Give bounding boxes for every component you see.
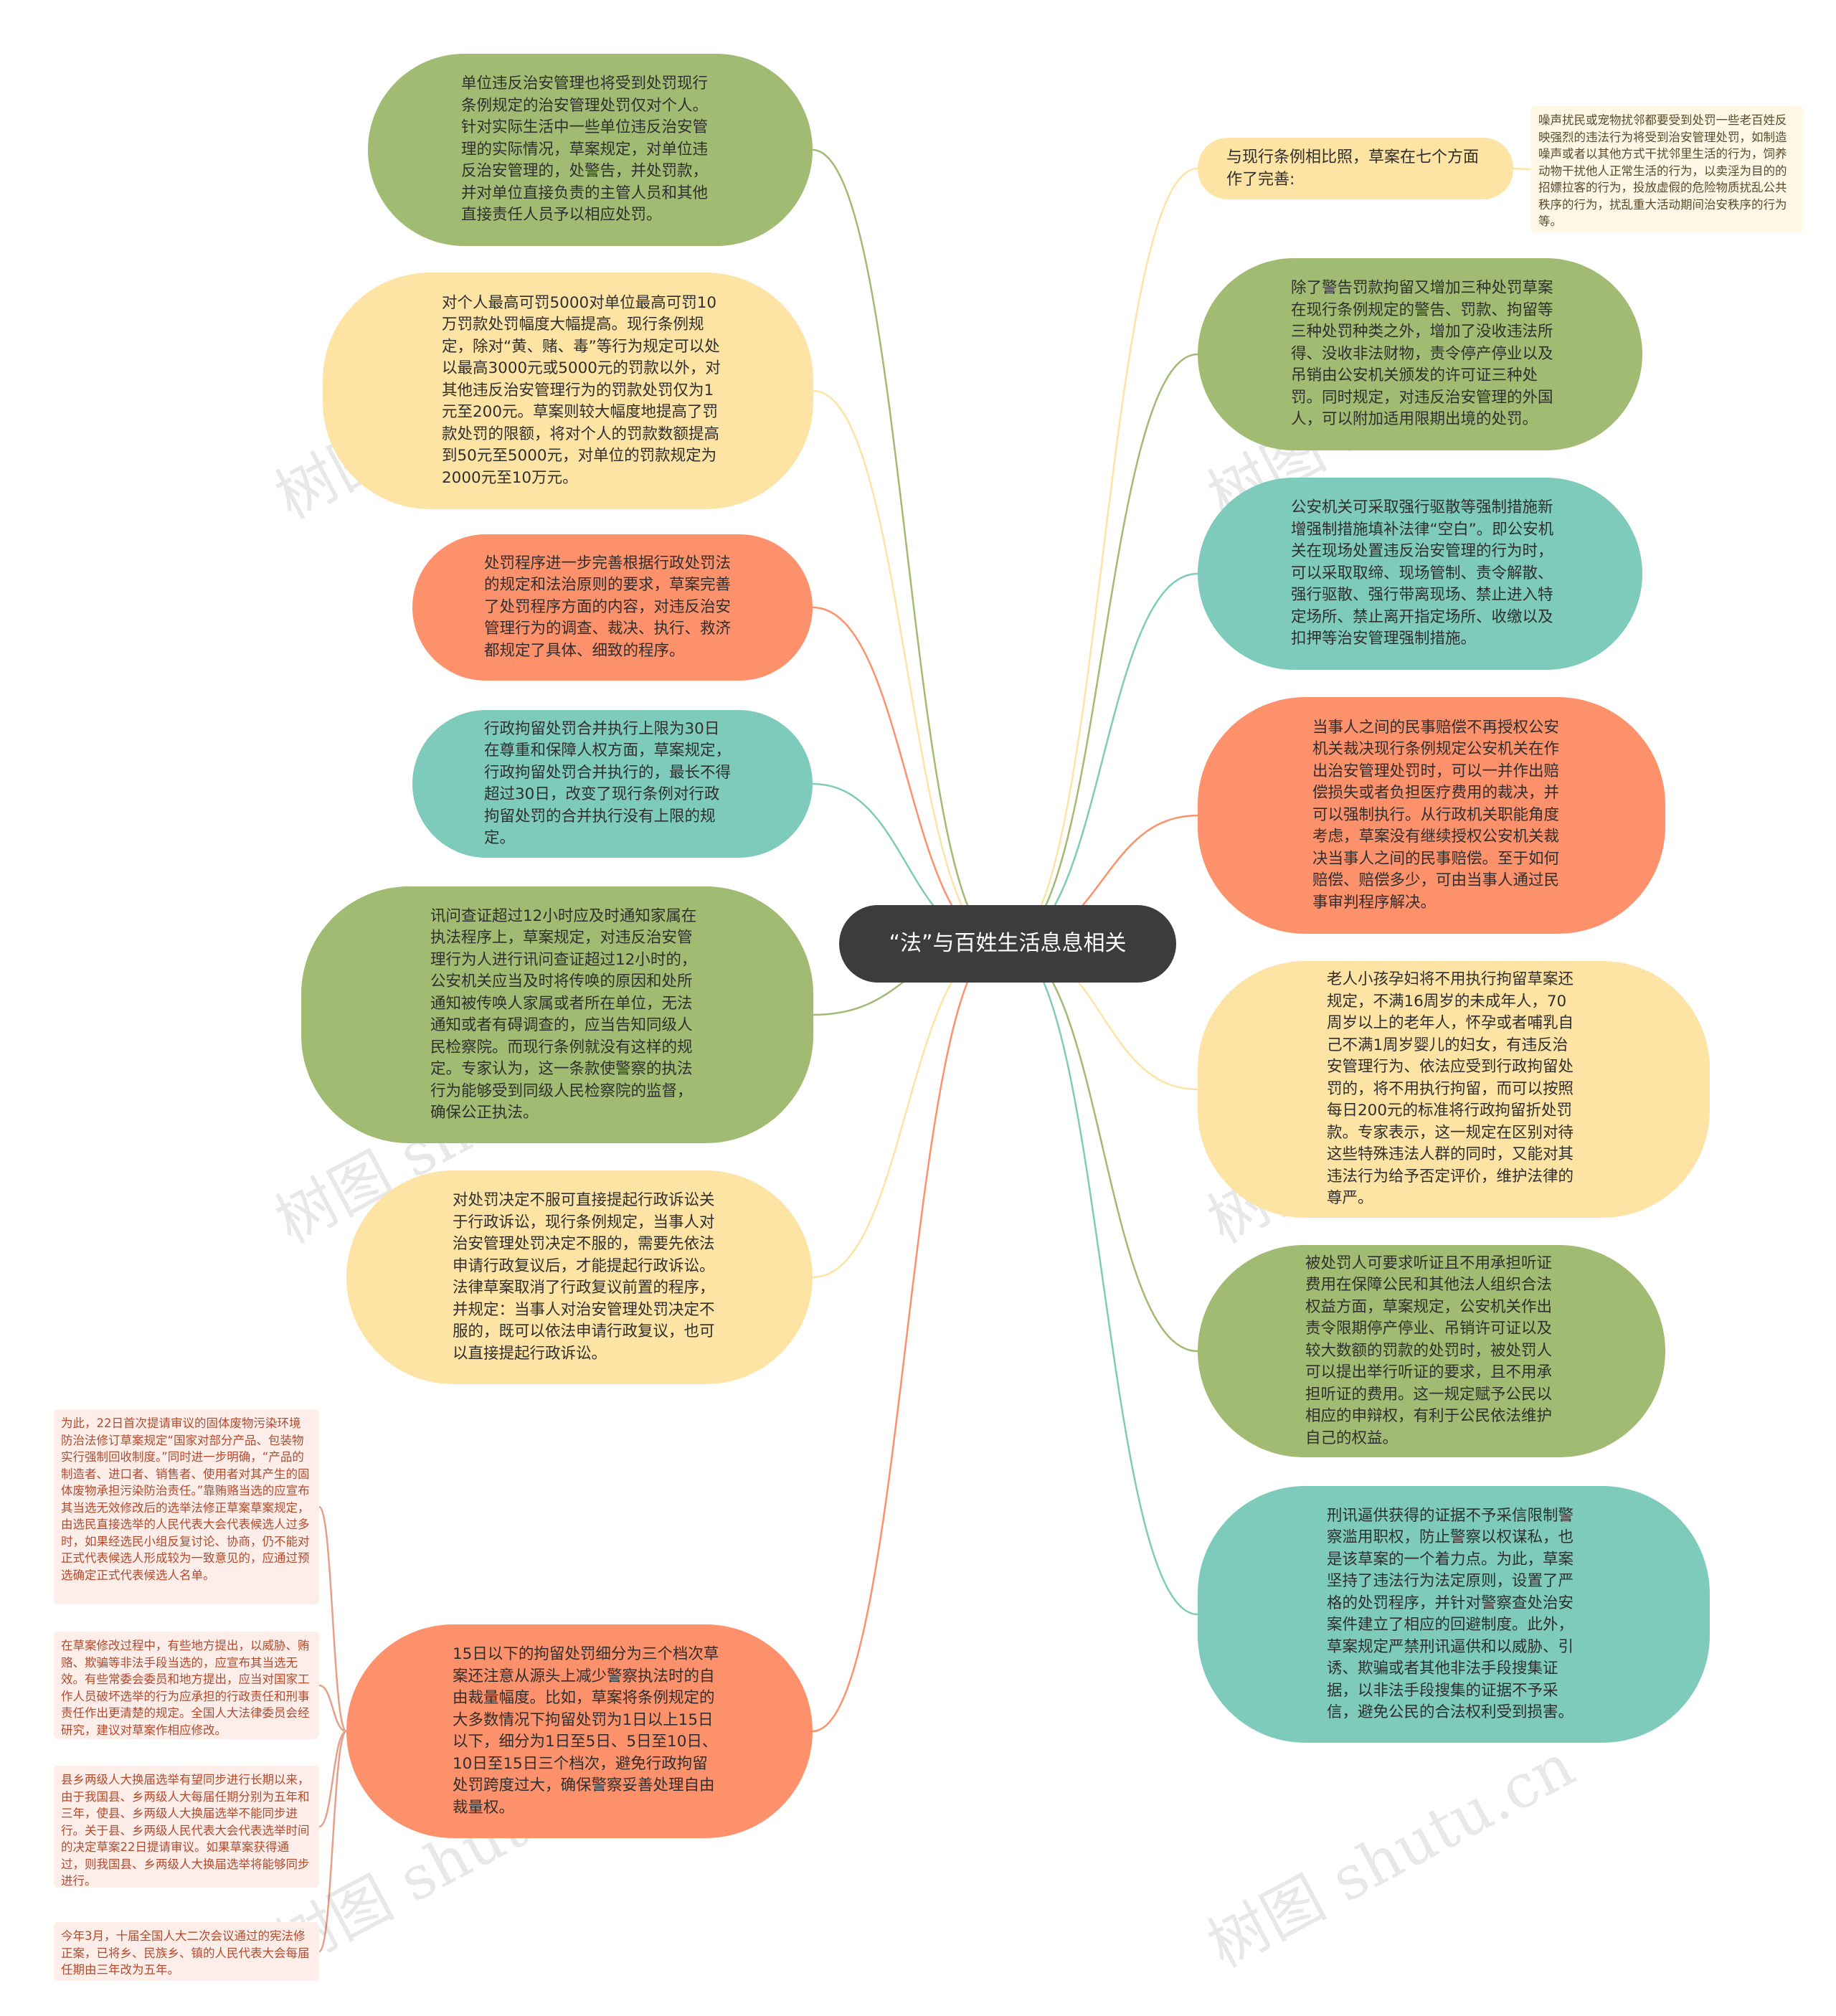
topic-detention-limit[interactable]: 行政拘留处罚合并执行上限为30日在尊重和保障人权方面，草案规定，行政拘留处罚合并…	[412, 710, 813, 858]
link-hearing-rights	[1007, 942, 1198, 1353]
note-solid-waste-election: 为此，22日首次提请审议的固体废物污染环境防治法修订草案规定“国家对部分产品、包…	[54, 1409, 319, 1604]
topic-text: 对个人最高可罚5000对单位最高可罚10万罚款处罚幅度大幅提高。现行条例规定，除…	[442, 293, 721, 487]
note-text: 在草案修改过程中，有些地方提出，以威胁、贿赂、欺骗等非法手段当选的，应宣布其当选…	[61, 1639, 310, 1737]
link-seven-improvements	[1007, 167, 1198, 945]
topic-text: 处罚程序进一步完善根据行政处罚法的规定和法治原则的要求，草案完善了处罚程序方面的…	[484, 554, 732, 660]
topic-text: 除了警告罚款拘留又增加三种处罚草案在现行条例规定的警告、罚款、拘留等三种处罚种类…	[1291, 279, 1553, 429]
topic-new-penalties[interactable]: 除了警告罚款拘留又增加三种处罚草案在现行条例规定的警告、罚款、拘留等三种处罚种类…	[1198, 258, 1642, 450]
note-text: 今年3月，十届全国人大二次会议通过的宪法修正案，已将乡、民族乡、镇的人民代表大会…	[61, 1929, 310, 1977]
link-new-penalties	[1007, 353, 1198, 945]
topic-elderly-children[interactable]: 老人小孩孕妇将不用执行拘留草案还规定，不满16周岁的未成年人，70周岁以上的老年…	[1198, 961, 1710, 1218]
note-text: 为此，22日首次提请审议的固体废物污染环境防治法修订草案规定“国家对部分产品、包…	[61, 1416, 310, 1582]
topic-litigation[interactable]: 对处罚决定不服可直接提起行政诉讼关于行政诉讼，现行条例规定，当事人对治安管理处罚…	[346, 1170, 813, 1384]
topic-unit-violation[interactable]: 单位违反治安管理也将受到处罚现行条例规定的治安管理处罚仅对个人。针对实际生活中一…	[368, 54, 813, 246]
topic-civil-compensation[interactable]: 当事人之间的民事赔偿不再授权公安机关裁决现行条例规定公安机关在作出治安管理处罚时…	[1198, 697, 1665, 934]
topic-text: 对处罚决定不服可直接提起行政诉讼关于行政诉讼，现行条例规定，当事人对治安管理处罚…	[453, 1191, 715, 1363]
topic-text: 15日以下的拘留处罚细分为三个档次草案还注意从源头上减少警察执法时的自由裁量幅度…	[453, 1645, 719, 1817]
link-fine-limits	[813, 389, 1001, 945]
topic-text: 刑讯逼供获得的证据不予采信限制警察滥用职权，防止警察以权谋私，也是该草案的一个着…	[1327, 1506, 1574, 1722]
link-coerced-evidence	[1007, 942, 1198, 1616]
note-text: 县乡两级人大换届选举有望同步进行长期以来，由于我国县、乡两级人大每届任期分别为五…	[61, 1773, 310, 1888]
link-detention-tiers	[812, 942, 1001, 1733]
topic-procedure[interactable]: 处罚程序进一步完善根据行政处罚法的规定和法治原则的要求，草案完善了处罚程序方面的…	[412, 534, 813, 681]
topic-text: 讯问查证超过12小时应及时通知家属在执法程序上，草案规定，对违反治安管理行为人进…	[430, 907, 697, 1122]
topic-text: 被处罚人可要求听证且不用承担听证费用在保障公民和其他法人组织合法权益方面，草案规…	[1305, 1254, 1553, 1447]
note-county-election: 县乡两级人大换届选举有望同步进行长期以来，由于我国县、乡两级人大每届任期分别为五…	[54, 1766, 319, 1888]
topic-text: 行政拘留处罚合并执行上限为30日在尊重和保障人权方面，草案规定，行政拘留处罚合并…	[484, 719, 732, 848]
topic-text: 单位违反治安管理也将受到处罚现行条例规定的治安管理处罚仅对个人。针对实际生活中一…	[461, 75, 709, 224]
link-unit-violation	[812, 148, 1001, 945]
link-note-county	[318, 1730, 347, 1828]
topic-text: 老人小孩孕妇将不用执行拘留草案还规定，不满16周岁的未成年人，70周岁以上的老年…	[1327, 970, 1574, 1208]
topic-seven-improvements[interactable]: 与现行条例相比照，草案在七个方面作了完善:	[1198, 138, 1513, 199]
link-procedure	[812, 606, 1001, 945]
link-litigation	[812, 942, 1001, 1279]
note-election-bribery: 在草案修改过程中，有些地方提出，以威胁、贿赂、欺骗等非法手段当选的，应宣布其当选…	[54, 1632, 319, 1739]
note-text: 噪声扰民或宠物扰邻都要受到处罚一些老百姓反映强烈的违法行为将受到治安管理处罚，如…	[1538, 113, 1787, 228]
link-enforcement-measures	[1007, 572, 1198, 945]
topic-enforcement-measures[interactable]: 公安机关可采取强行驱散等强制措施新增强制措施填补法律“空白”。即公安机关在现场处…	[1198, 478, 1642, 670]
center-topic[interactable]: “法”与百姓生活息息相关	[839, 905, 1176, 983]
note-constitution-amendment: 今年3月，十届全国人大二次会议通过的宪法修正案，已将乡、民族乡、镇的人民代表大会…	[54, 1922, 319, 1981]
topic-interrogation[interactable]: 讯问查证超过12小时应及时通知家属在执法程序上，草案规定，对违反治安管理行为人进…	[301, 886, 813, 1143]
note-noise-pets: 噪声扰民或宠物扰邻都要受到处罚一些老百姓反映强烈的违法行为将受到治安管理处罚，如…	[1531, 106, 1804, 232]
link-note-constitution	[318, 1730, 348, 1953]
topic-text: 与现行条例相比照，草案在七个方面作了完善:	[1226, 148, 1480, 189]
center-topic-label: “法”与百姓生活息息相关	[889, 931, 1127, 956]
topic-text: 公安机关可采取强行驱散等强制措施新增强制措施填补法律“空白”。即公安机关在现场处…	[1291, 498, 1554, 648]
topic-fine-limits[interactable]: 对个人最高可罚5000对单位最高可罚10万罚款处罚幅度大幅提高。现行条例规定，除…	[323, 273, 813, 509]
link-note-waste	[318, 1505, 348, 1733]
topic-coerced-evidence[interactable]: 刑讯逼供获得的证据不予采信限制警察滥用职权，防止警察以权谋私，也是该草案的一个着…	[1198, 1486, 1710, 1743]
topic-hearing-rights[interactable]: 被处罚人可要求听证且不用承担听证费用在保障公民和其他法人组织合法权益方面，草案规…	[1198, 1245, 1665, 1457]
link-note-bribery	[318, 1684, 347, 1733]
topic-text: 当事人之间的民事赔偿不再授权公安机关裁决现行条例规定公安机关在作出治安管理处罚时…	[1312, 718, 1560, 912]
topic-detention-tiers[interactable]: 15日以下的拘留处罚细分为三个档次草案还注意从源头上减少警察执法时的自由裁量幅度…	[346, 1624, 813, 1838]
